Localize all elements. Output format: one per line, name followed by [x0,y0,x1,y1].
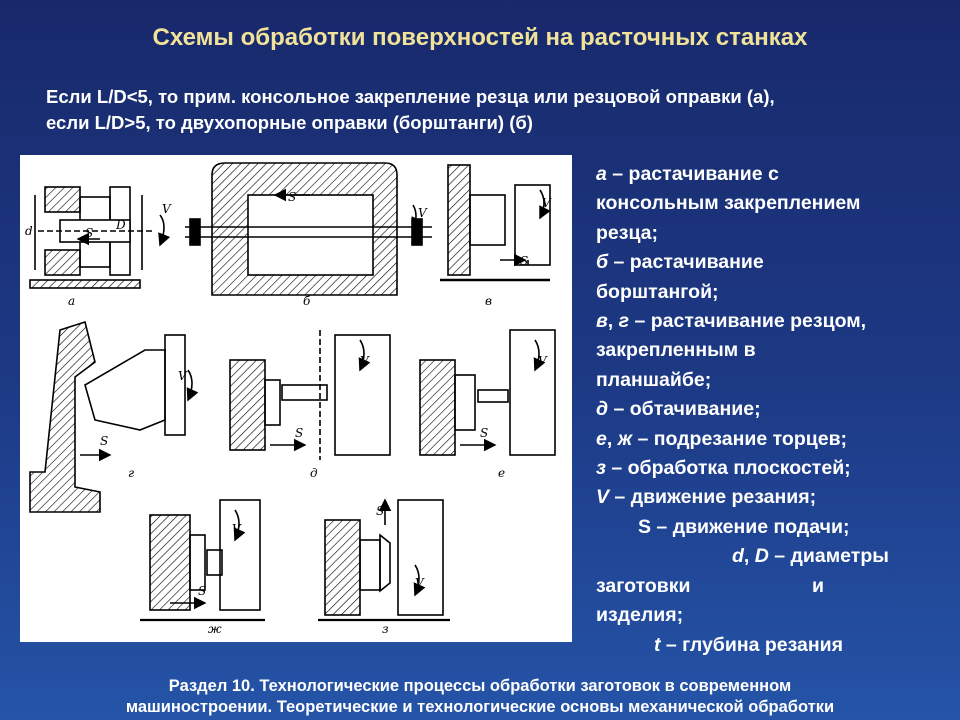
legend-text: – движение подачи; [651,515,850,538]
legend-text: – диаметры [768,545,889,568]
legend-row: резца; [596,221,659,244]
scheme-zh-S-label: S [198,584,206,598]
legend-row: планшайбе; [596,368,712,391]
legend-sep: , [607,310,619,333]
scheme-v-S-label: S [520,254,528,268]
machining-schemes-figure: S D d V а S V б [20,155,572,642]
legend-row: б – растачивание [596,248,946,277]
footer-line-1: Раздел 10. Технологические процессы обра… [168,677,792,695]
legend-key: з [596,457,606,480]
scheme-b-V-label: V [418,206,428,220]
scheme-v: S V в [440,164,552,308]
scheme-z-S-label: S [376,504,384,518]
legend-key: d [732,545,744,568]
legend-row: з – обработка плоскостей; [596,454,946,483]
legend-row: S – движение подачи; [596,513,946,542]
legend-key: ж [617,427,633,450]
scheme-a: S D d V а [25,186,172,308]
scheme-g: S V г [29,320,199,513]
scheme-b: S V б [185,162,432,308]
legend-text: – растачивание резцом, [629,310,867,333]
scheme-zh-V-label: V [232,522,242,536]
legend-text: заготовки [596,574,691,597]
legend-row: д – обтачивание; [596,395,946,424]
slide-title: Схемы обработки поверхностей на расточны… [152,24,808,51]
legend-row: t – глубина резания [596,631,946,660]
legend-text: – растачивание [608,251,764,274]
legend-row: в, г – растачивание резцом, [596,307,946,336]
scheme-z: S V з [318,498,450,636]
scheme-zh-caption: ж [208,622,222,636]
legend-row: борштангой; [596,280,719,303]
scheme-a-d-label: d [25,224,33,238]
legend-row: консольным закреплением [596,192,861,215]
legend-sep: , [606,427,618,450]
schemes-drawing: S D d V а S V б [25,162,556,636]
intro-line-2: если L/D>5, то двухопорные оправки (борш… [46,112,533,133]
legend-key: д [596,398,609,421]
scheme-zh: S V ж [140,499,265,636]
legend-row: а – растачивание с [596,160,946,189]
legend-row: V – движение резания; [596,483,946,512]
scheme-g-caption: г [128,466,134,480]
scheme-d-S-label: S [295,426,303,440]
legend-text: и [812,574,824,597]
legend-key: S [638,515,652,538]
legend-row: е, ж – подрезание торцев; [596,425,946,454]
legend-text: – обработка плоскостей; [605,457,851,480]
scheme-a-D-label: D [115,218,126,232]
legend-text: – глубина резания [660,633,844,656]
legend-key: в [596,310,608,333]
legend-key: е [596,427,607,450]
legend-row: изделия; [596,604,684,627]
scheme-e: S V е [419,329,556,480]
scheme-a-V-label: V [162,202,172,216]
legend-row: закрепленным в [596,339,756,362]
intro-text: Если L/D<5, то прим. консольное закрепле… [46,84,926,136]
legend-text: – движение резания; [609,486,817,509]
legend-row: d, D – диаметры [596,542,946,571]
footer-line-2: машиностроении. Теоретические и технолог… [125,698,835,716]
scheme-e-V-label: V [538,354,548,368]
scheme-d: S V д [229,330,391,480]
scheme-z-V-label: V [415,576,425,590]
scheme-g-V-label: V [178,369,188,383]
scheme-d-V-label: V [360,354,370,368]
scheme-b-caption: б [303,294,311,308]
legend-key: V [596,486,610,509]
scheme-v-caption: в [485,294,492,308]
legend-text: – подрезание торцев; [632,427,848,450]
legend-key: а [596,163,607,185]
legend-key: t [654,633,661,656]
scheme-b-S-label: S [288,190,296,204]
scheme-d-caption: д [310,466,318,480]
scheme-e-S-label: S [480,426,488,440]
legend-sep: , [743,545,755,568]
scheme-v-V-label: V [542,196,552,210]
legend: а – растачивание с консольным закреплени… [596,160,946,660]
intro-line-1: Если L/D<5, то прим. консольное закрепле… [46,86,775,107]
legend-key: б [596,251,609,274]
footer: Раздел 10. Технологические процессы обра… [0,676,960,718]
legend-row: заготовки и [596,572,946,601]
scheme-g-S-label: S [100,434,108,448]
scheme-e-caption: е [498,466,505,480]
legend-key: г [618,310,630,333]
scheme-z-caption: з [382,622,389,636]
legend-text: – обтачивание; [608,398,761,421]
scheme-a-caption: а [68,294,75,308]
legend-text: – растачивание с [606,163,779,185]
legend-key: D [754,545,769,568]
scheme-a-S-label: S [85,226,93,240]
